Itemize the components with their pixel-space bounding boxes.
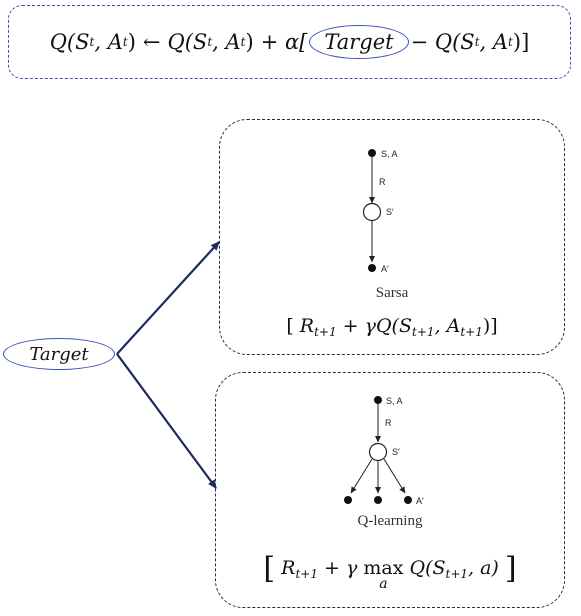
qlearning-label-a-prime: A′: [416, 496, 424, 506]
qlearning-caption: Q-learning: [357, 513, 423, 529]
rhs-comma: , A: [212, 30, 241, 54]
sarsa-r: R: [299, 315, 315, 337]
minus-sub-s: t: [474, 35, 480, 49]
sarsa-comma: , A: [434, 315, 461, 337]
sarsa-node-next-state: [362, 202, 382, 222]
qlearning-backup-diagram: S, A R S′ A′: [344, 396, 424, 506]
qlearning-edge-right: [383, 458, 406, 494]
sarsa-label-a-prime: A′: [381, 264, 389, 274]
rhs-sub-s: t: [207, 35, 213, 49]
qlearning-label-s-prime: S′: [392, 447, 400, 457]
minus-sub-a: t: [508, 35, 513, 49]
qlearning-r-sub: t+1: [295, 567, 318, 581]
qlearning-label-r: R: [385, 418, 392, 428]
qlearning-label-sa: S, A: [386, 396, 403, 406]
qlearning-bracket-close: ]: [504, 551, 517, 586]
sarsa-caption: Sarsa: [375, 285, 409, 301]
sarsa-r-sub: t+1: [314, 325, 337, 339]
sarsa-target-formula: [ Rt+1 + γQ(St+1, At+1)]: [220, 315, 564, 339]
sarsa-label-s-prime: S′: [386, 207, 394, 217]
arrow-to-sarsa: [116, 241, 220, 355]
sarsa-backup-diagram: S, A R S′ A′: [362, 149, 398, 274]
rhs-close: ): [245, 30, 254, 54]
qlearning-node-action-1: [344, 496, 352, 504]
qlearning-s-sub: t+1: [445, 567, 469, 581]
sarsa-label-sa: S, A: [381, 149, 398, 159]
sarsa-gamma-q: + γQ(S: [336, 315, 412, 337]
sarsa-node-next-action: [368, 264, 376, 272]
rhs-q: Q(S: [167, 30, 208, 54]
qlearning-edge-left: [350, 458, 373, 494]
qlearning-max-word: max: [363, 557, 404, 579]
plus-alpha: + α[: [260, 30, 308, 54]
sarsa-label-r: R: [379, 177, 386, 187]
lhs-sub-a: t: [122, 35, 128, 49]
sarsa-a-sub: t+1: [460, 325, 483, 339]
lhs-sub-s: t: [89, 35, 95, 49]
minus-q: − Q(S: [410, 30, 475, 54]
qlearning-node-action-2: [374, 496, 382, 504]
assign-arrow: ←: [142, 30, 161, 54]
sarsa-s-sub: t+1: [412, 325, 435, 339]
qlearning-bracket-open: [: [263, 551, 276, 586]
sarsa-node-state-action: [368, 149, 376, 157]
qlearning-rest: , a): [468, 557, 499, 579]
sarsa-bracket-open: [: [286, 315, 294, 337]
sarsa-close: )]: [482, 315, 498, 337]
lhs-close: ): [127, 30, 136, 54]
qlearning-node-action-3: [404, 496, 412, 504]
qlearning-q: Q(S: [403, 557, 446, 579]
sarsa-panel: Sarsa [ Rt+1 + γQ(St+1, At+1)]: [219, 119, 565, 355]
qlearning-max-under: a: [379, 576, 388, 592]
arrow-to-qlearning: [116, 353, 217, 489]
qlearning-gamma: + γ: [317, 557, 364, 579]
qlearning-node-state-action: [374, 396, 382, 404]
target-oval-formula: Target: [309, 25, 409, 59]
qlearning-r: R: [281, 557, 296, 579]
target-oval: Target: [3, 338, 115, 370]
rhs-sub-a: t: [240, 35, 246, 49]
minus-comma: , A: [479, 30, 509, 54]
qlearning-node-next-state: [368, 442, 388, 462]
minus-close: )]: [512, 30, 530, 54]
lhs-q: Q(S: [49, 30, 90, 54]
lhs-comma: , A: [94, 30, 123, 54]
